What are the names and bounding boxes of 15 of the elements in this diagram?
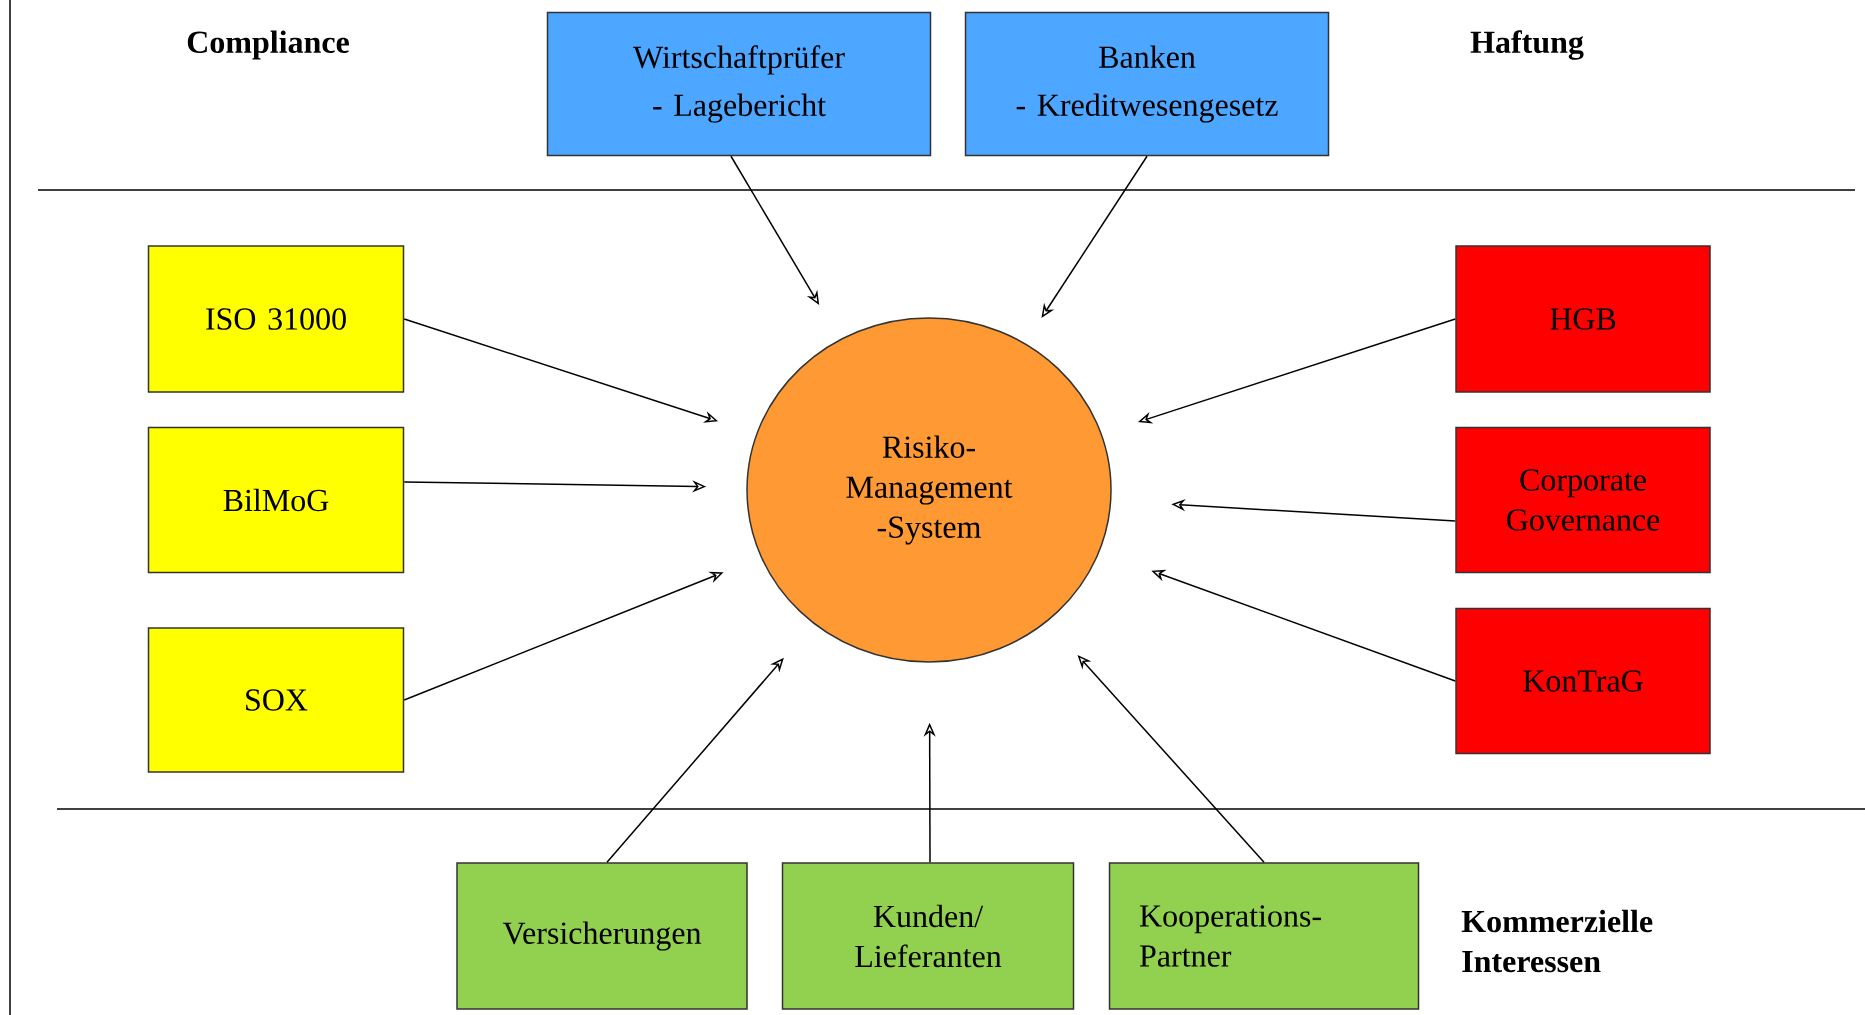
process-box: Kooperations- Partner <box>1108 862 1420 1010</box>
process-box: Corporate Governance <box>1455 426 1711 574</box>
process-box: Versicherungen <box>456 862 748 1010</box>
process-box: BilMoG <box>147 426 405 574</box>
process-box: Wirtschaftprüfer - Lagebericht <box>546 11 932 157</box>
arrow <box>1041 155 1148 318</box>
section-label: Kommerzielle Interessen <box>1461 909 1653 973</box>
section-label: Haftung <box>1470 30 1584 60</box>
process-box: Banken - Kreditwesengesetz <box>964 11 1330 157</box>
process-box: KonTraG <box>1455 607 1711 755</box>
process-box: ISO 31000 <box>147 245 405 393</box>
process-box: Kunden/ Lieferanten <box>781 862 1075 1010</box>
process-box: SOX <box>147 627 405 773</box>
section-label: Compliance <box>187 30 349 60</box>
process-box: HGB <box>1455 245 1711 393</box>
